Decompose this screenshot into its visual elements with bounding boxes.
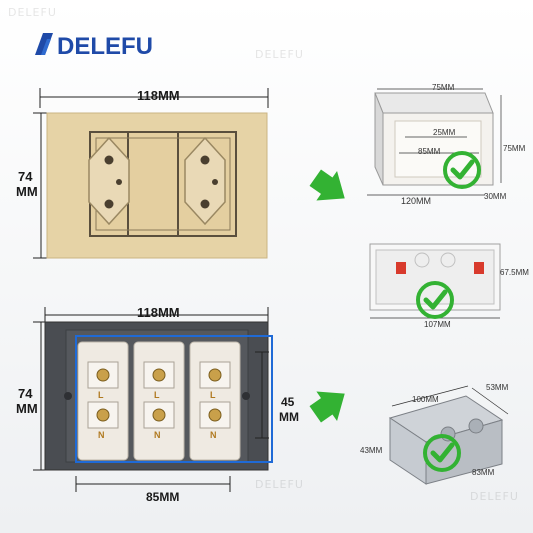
box1-inner-top-label: 25MM [433, 128, 456, 137]
module-1 [77, 341, 129, 461]
module-height-label-2: MM [279, 410, 299, 424]
box3-top-right-label: 53MM [486, 383, 509, 392]
module-height-label-1: 45 [281, 395, 295, 409]
box1-top-label: 75MM [432, 83, 455, 92]
box3-left-label: 43MM [360, 446, 383, 455]
module-3-n-mark: N [210, 430, 217, 440]
top-plate-drawing [33, 88, 269, 259]
mounting-box-2 [369, 243, 501, 319]
bottom-plate-drawing [33, 307, 273, 492]
module-2 [133, 341, 185, 461]
box1-bottom-label: 120MM [401, 196, 432, 206]
watermark-top-left: DELEFU [8, 6, 57, 19]
top-plate-height-label-1: 74 [18, 169, 33, 184]
module-2-l-mark: L [154, 390, 160, 400]
watermark-bottom-right: DELEFU [470, 490, 519, 503]
module-2-n-mark: N [154, 430, 161, 440]
box3-top-left-label: 100MM [412, 395, 439, 404]
bottom-plate-width-label: 118MM [137, 305, 180, 320]
check-icon-box2 [416, 281, 454, 319]
bottom-plate-height-label-2: MM [16, 401, 38, 416]
box1-right-label: 75MM [503, 144, 526, 153]
watermark-bottom-mid: DELEFU [255, 478, 304, 491]
top-plate-height-label-2: MM [16, 184, 38, 199]
module-1-l-mark: L [98, 390, 104, 400]
box1-inner-mid-label: 85MM [418, 147, 441, 156]
module-1-n-mark: N [98, 430, 105, 440]
module-3 [189, 341, 241, 461]
check-icon-box3 [423, 434, 461, 472]
watermark-top-mid: DELEFU [255, 48, 304, 61]
brand-logo: DELEFU [35, 33, 153, 60]
check-icon-box1 [443, 151, 481, 189]
module-width-label: 85MM [146, 490, 180, 504]
top-plate-width-label: 118MM [137, 88, 180, 103]
box1-depth-label: 30MM [484, 192, 507, 201]
arrow-icon-top [309, 169, 345, 201]
arrow-icon-bottom [309, 391, 345, 423]
module-3-l-mark: L [210, 390, 216, 400]
box2-right-label: 67.5MM [500, 268, 529, 277]
logo-text: DELEFU [57, 33, 153, 60]
bottom-plate-height-label-1: 74 [18, 386, 33, 401]
box3-bottom-label: 83MM [472, 468, 495, 477]
box2-bottom-label: 107MM [424, 320, 451, 329]
mounting-box-1 [367, 88, 502, 196]
